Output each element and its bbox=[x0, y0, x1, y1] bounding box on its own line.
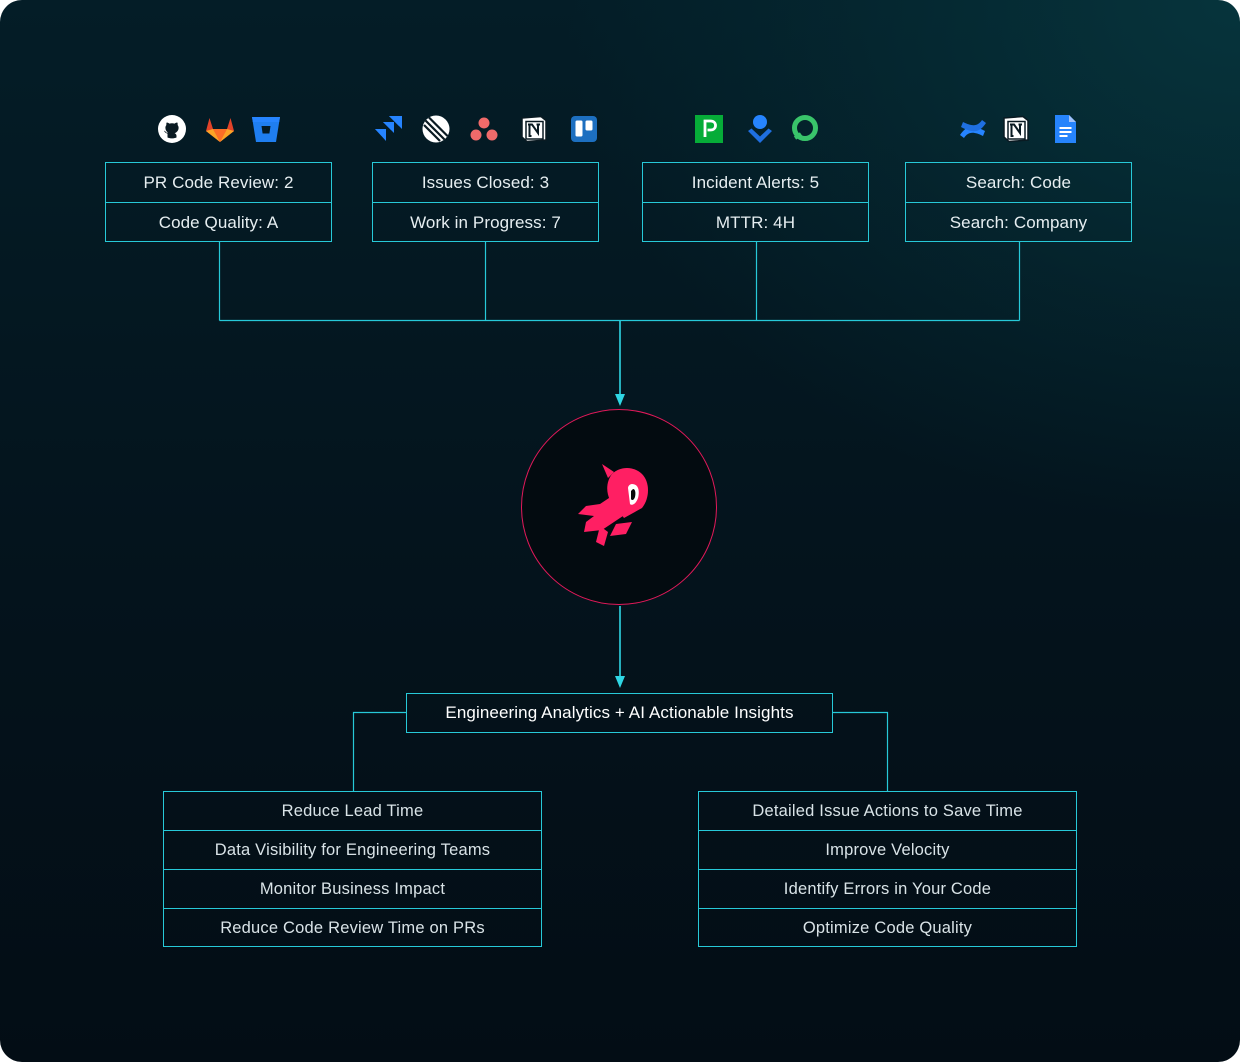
benefit-monitor-business-impact: Monitor Business Impact bbox=[164, 869, 541, 908]
benefit-detailed-issue-actions: Detailed Issue Actions to Save Time bbox=[752, 801, 1023, 820]
metric-incident-alerts: Incident Alerts: 5 bbox=[691, 172, 820, 192]
connector-title-left bbox=[352, 711, 406, 791]
jira-icon bbox=[372, 112, 404, 146]
opsgenie-icon bbox=[744, 112, 776, 146]
metric-search-code: Search: Code bbox=[965, 172, 1072, 192]
metric-pr-code-review: PR Code Review: 2 bbox=[143, 172, 294, 192]
benefit-identify-errors: Identify Errors in Your Code bbox=[699, 869, 1076, 908]
opslevel-icon bbox=[789, 112, 821, 146]
notion-icon bbox=[1000, 112, 1032, 146]
flying-ninja-logo-icon bbox=[578, 464, 648, 546]
hub-circle bbox=[521, 409, 717, 605]
benefit-improve-velocity: Improve Velocity bbox=[699, 830, 1076, 869]
metric-mttr: MTTR: 4H bbox=[643, 202, 868, 242]
project-tracking-metrics: Issues Closed: 3 Work in Progress: 7 bbox=[372, 162, 599, 242]
benefit-reduce-code-review-time: Reduce Code Review Time on PRs bbox=[164, 908, 541, 947]
knowledge-search-metrics: Search: Code Search: Company bbox=[905, 162, 1132, 242]
confluence-icon bbox=[957, 112, 989, 146]
metric-search-company: Search: Company bbox=[906, 202, 1131, 242]
github-icon bbox=[156, 112, 188, 146]
pagerduty-icon bbox=[693, 112, 725, 146]
trello-icon bbox=[568, 112, 600, 146]
incident-management-icons bbox=[0, 112, 1240, 152]
google-docs-icon bbox=[1049, 112, 1081, 146]
source-control-icons bbox=[0, 112, 1240, 152]
bitbucket-icon bbox=[250, 112, 282, 146]
benefits-left: Reduce Lead Time Data Visibility for Eng… bbox=[163, 791, 542, 947]
asana-icon bbox=[468, 112, 500, 146]
metric-code-quality: Code Quality: A bbox=[106, 202, 331, 242]
knowledge-search-icons bbox=[0, 112, 1240, 152]
notion-icon bbox=[518, 112, 550, 146]
linear-icon bbox=[420, 112, 452, 146]
source-control-metrics: PR Code Review: 2 Code Quality: A bbox=[105, 162, 332, 242]
metric-work-in-progress: Work in Progress: 7 bbox=[373, 202, 598, 242]
incident-management-metrics: Incident Alerts: 5 MTTR: 4H bbox=[642, 162, 869, 242]
benefits-right: Detailed Issue Actions to Save Time Impr… bbox=[698, 791, 1077, 947]
connector-title-right bbox=[833, 711, 889, 791]
insights-title: Engineering Analytics + AI Actionable In… bbox=[406, 693, 833, 733]
benefit-data-visibility: Data Visibility for Engineering Teams bbox=[164, 830, 541, 869]
benefit-optimize-code-quality: Optimize Code Quality bbox=[699, 908, 1076, 947]
gitlab-icon bbox=[204, 112, 236, 146]
benefit-reduce-lead-time: Reduce Lead Time bbox=[281, 801, 424, 820]
project-tracking-icons bbox=[0, 112, 1240, 152]
metric-issues-closed: Issues Closed: 3 bbox=[421, 172, 550, 192]
